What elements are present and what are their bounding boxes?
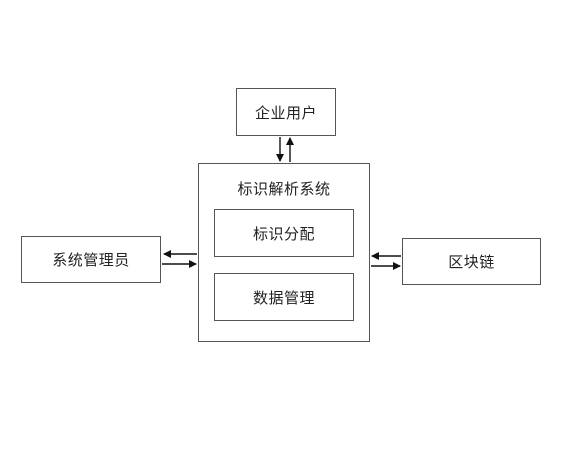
data-management-module: 数据管理 [214, 273, 354, 321]
data-management-label: 数据管理 [252, 288, 315, 307]
enterprise-user-label: 企业用户 [254, 103, 317, 122]
resolution-system-label: 标识解析系统 [237, 180, 331, 198]
id-allocation-module: 标识分配 [214, 209, 354, 257]
system-admin-node: 系统管理员 [21, 236, 161, 283]
blockchain-node: 区块链 [402, 238, 541, 285]
system-admin-label: 系统管理员 [52, 251, 130, 269]
id-allocation-label: 标识分配 [252, 224, 315, 243]
blockchain-label: 区块链 [448, 253, 495, 271]
enterprise-user-node: 企业用户 [236, 88, 336, 136]
